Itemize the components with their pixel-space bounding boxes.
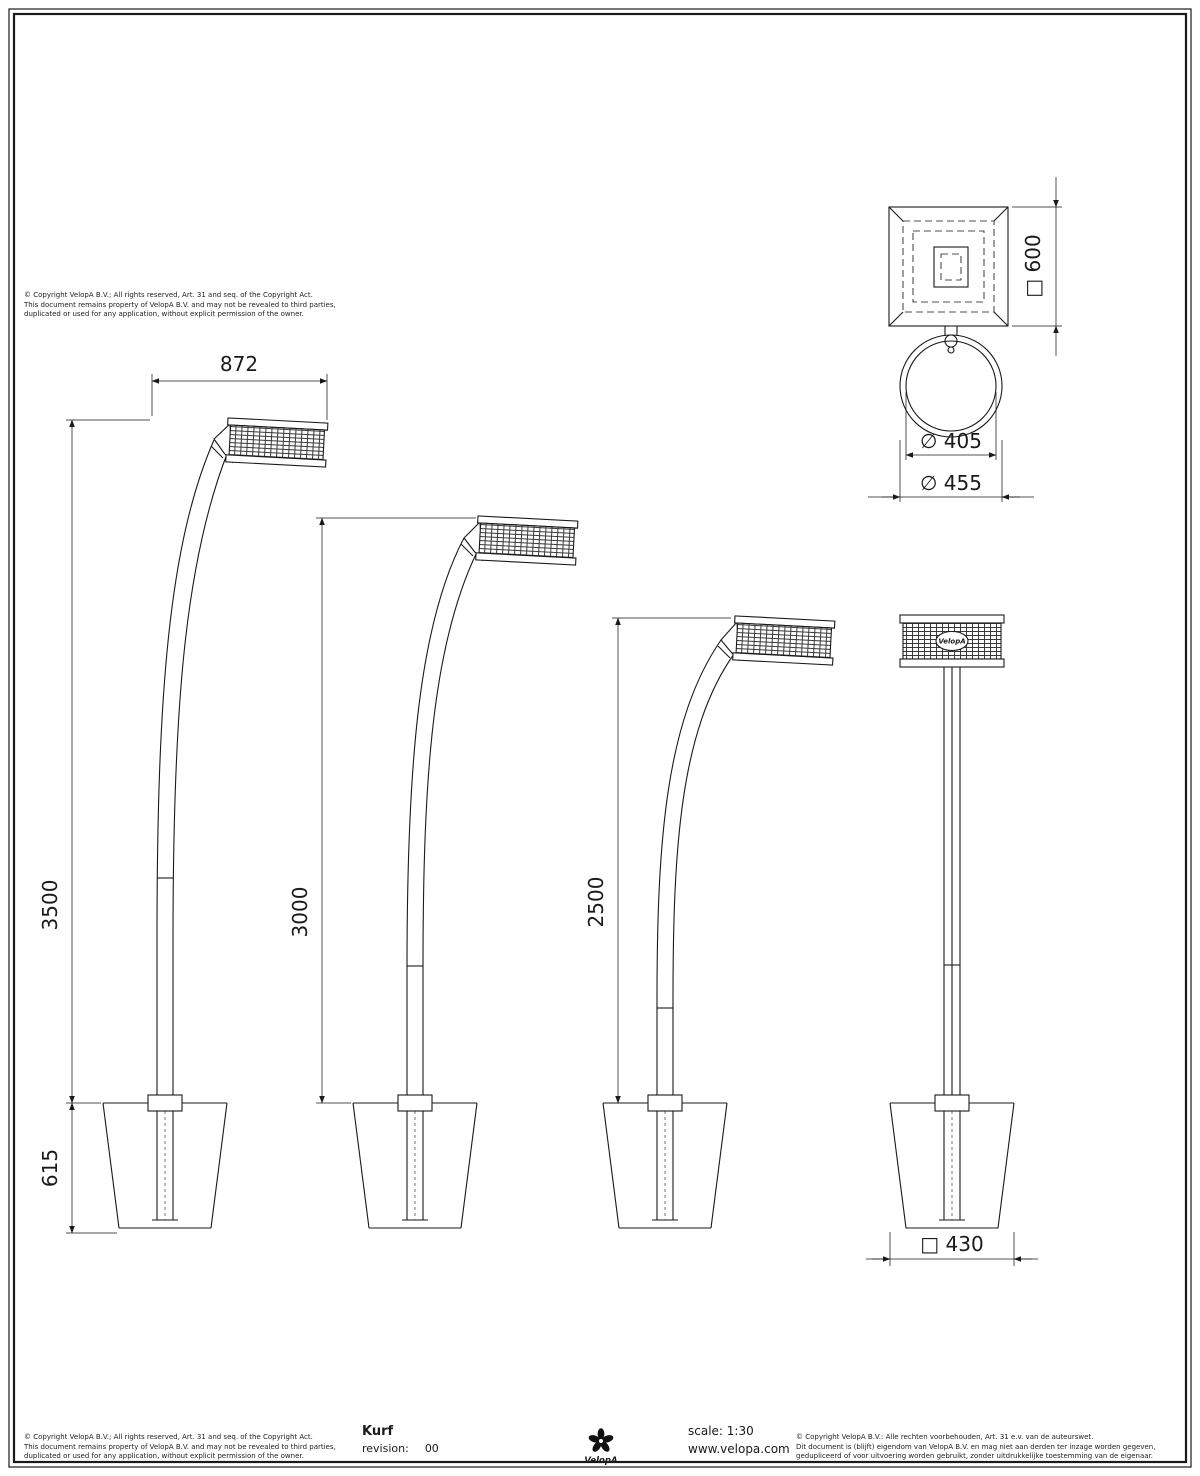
top-view: [888, 206, 1009, 438]
dim-base-square: □ 430: [920, 1232, 983, 1256]
copyright-line: © Copyright VelopA B.V.; All rights rese…: [24, 291, 313, 299]
dim-dia-inner: ∅ 405: [920, 429, 982, 453]
title-block-product: Kurf revision: 00: [362, 1424, 439, 1455]
copyright-line: This document remains property of VelopA…: [24, 1442, 336, 1451]
luminaire-3500: [225, 417, 329, 468]
foundation-3500: [102, 1094, 228, 1229]
brand-name: VelopA: [584, 1456, 618, 1466]
revision-value: 00: [424, 1442, 439, 1455]
title-block-brand: VelopA: [572, 1428, 630, 1466]
revision-label: revision:: [362, 1442, 409, 1455]
title-block-scale: scale: 1:30 www.velopa.com: [688, 1424, 790, 1460]
dim-dia-outer: ∅ 455: [920, 471, 982, 495]
sheet-border: [8, 8, 1192, 1468]
copyright-note-top-left: © Copyright VelopA B.V.; All rights rese…: [24, 291, 336, 320]
front-view: VelopA: [889, 614, 1015, 1229]
dim-height-3500: 3500: [38, 880, 62, 931]
copyright-line: duplicated or used for any application, …: [24, 310, 304, 319]
luminaire-front: VelopA: [899, 614, 1005, 668]
side-view-2500: [602, 615, 836, 1229]
dim-height-3000: 3000: [288, 887, 312, 938]
product-name: Kurf: [362, 1424, 394, 1439]
dim-head-width: 872: [220, 352, 258, 376]
copyright-note-bottom-left: © Copyright VelopA B.V.; All rights rese…: [24, 1433, 336, 1462]
foundation-front: [889, 1094, 1015, 1229]
drawing-scale: scale: 1:30: [688, 1424, 754, 1438]
copyright-line: This document remains property of VelopA…: [24, 300, 336, 309]
copyright-line: © Copyright VelopA B.V.: Alle rechten vo…: [796, 1433, 1094, 1441]
side-view-3500: [102, 417, 329, 1229]
dimensions: 872 3500 615 3000 2500 □ 600 ∅ 40: [38, 177, 1062, 1266]
dim-foundation-depth: 615: [38, 1149, 62, 1187]
foundation-2500: [602, 1094, 728, 1229]
head-brand-badge: [935, 630, 969, 652]
copyright-note-bottom-right: © Copyright VelopA B.V.: Alle rechten vo…: [796, 1433, 1155, 1462]
website-link: www.velopa.com: [688, 1442, 790, 1456]
head-brand-label: VelopA: [938, 638, 965, 646]
luminaire-2500: [732, 615, 836, 666]
velopa-logo-icon: [588, 1428, 614, 1452]
dim-height-2500: 2500: [584, 877, 608, 928]
foundation-3000: [352, 1094, 478, 1229]
luminaire-3000: [475, 515, 579, 566]
copyright-line: © Copyright VelopA B.V.; All rights rese…: [24, 1433, 313, 1441]
copyright-line: duplicated or used for any application, …: [24, 1452, 304, 1461]
side-view-3000: [352, 515, 579, 1229]
copyright-line: Dit document is (blijft) eigendom van Ve…: [796, 1442, 1156, 1451]
dim-plate-square: □ 600: [1021, 234, 1045, 297]
copyright-line: gedupliceerd of voor uitvoering worden g…: [796, 1452, 1154, 1461]
